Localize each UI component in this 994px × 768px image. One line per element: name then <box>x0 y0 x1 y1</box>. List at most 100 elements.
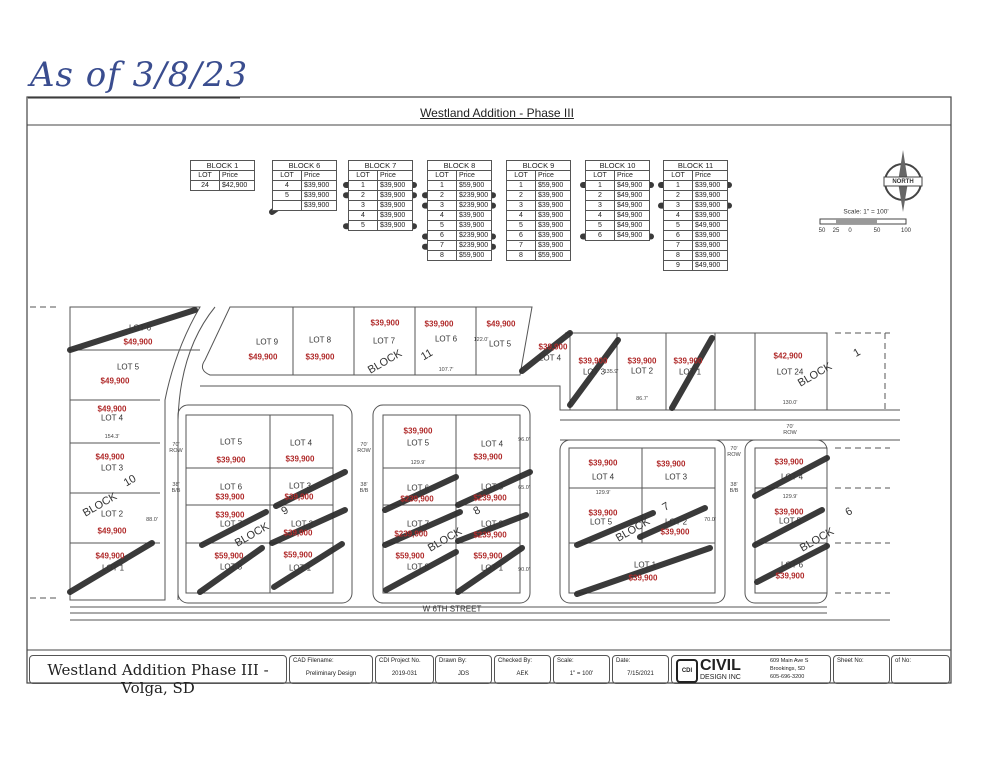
lot-price: $239,900 <box>394 529 428 539</box>
lot-price: $39,900 <box>774 507 804 517</box>
dimension-label: 129.9' <box>410 460 426 466</box>
lot-label: LOT 8 <box>219 562 243 572</box>
lot-price: $39,900 <box>215 492 245 502</box>
handwritten-date-note: As of 3/8/23 <box>30 55 249 95</box>
price-cell: $239,900 <box>456 190 492 201</box>
strike-mark <box>199 509 269 548</box>
drawn-by-box: Drawn By:JDS <box>435 655 492 684</box>
strike-mark <box>67 307 198 353</box>
drawing-title: Westland Addition - Phase III <box>420 106 574 120</box>
value: 1" = 100' <box>569 671 594 677</box>
table-row: 3$49,900 <box>585 200 650 211</box>
table-row: 5$39,900 <box>272 190 337 201</box>
lot-label: LOT 6 <box>780 560 804 570</box>
lot-price: $59,900 <box>283 550 313 560</box>
table-block-title: BLOCK 6 <box>272 160 337 171</box>
lot-cell <box>272 200 302 211</box>
dimension-label: 70' ROW <box>727 446 741 458</box>
lot-label: LOT 4 <box>289 438 313 448</box>
table-row: 24$42,900 <box>190 180 255 191</box>
lot-price: $239,900 <box>473 493 507 503</box>
lot-cell: 6 <box>427 230 457 241</box>
label: of No: <box>895 658 912 664</box>
lot-cell: 4 <box>272 180 302 191</box>
scale-label: Scale: 1" = 100' <box>843 208 889 216</box>
lot-price: $49,900 <box>486 319 516 329</box>
lot-cell: 4 <box>348 210 378 221</box>
price-cell: $49,900 <box>614 190 650 201</box>
lot-price: $49,900 <box>97 526 127 536</box>
address-line: 609 Main Ave S <box>770 658 809 664</box>
lot-price: $39,900 <box>656 459 686 469</box>
lot-label: LOT 2 <box>630 366 654 376</box>
table-row: 1$49,900 <box>585 180 650 191</box>
lot-cell: 3 <box>663 200 693 211</box>
price-cell: $39,900 <box>692 190 728 201</box>
lot-cell: 2 <box>427 190 457 201</box>
lot-cell: 2 <box>348 190 378 201</box>
lot-label: LOT 7 <box>406 519 430 529</box>
lot-label: LOT 4 <box>480 439 504 449</box>
scale-tick: 25 <box>832 228 840 234</box>
strike-mark <box>455 512 529 544</box>
company-name: CIVIL <box>700 657 741 674</box>
lot-label: LOT 4 <box>100 413 124 423</box>
label: Date: <box>616 658 631 664</box>
lot-price: $49,900 <box>95 452 125 462</box>
lot-label: LOT 5 <box>488 339 512 349</box>
table-row: 4$39,900 <box>272 180 337 191</box>
scale-bar <box>819 218 907 225</box>
price-cell: $39,900 <box>535 220 571 231</box>
table-block-title: BLOCK 7 <box>348 160 413 171</box>
table-row: 6$39,900 <box>506 230 571 241</box>
lot-cell: 7 <box>663 240 693 251</box>
company-box: CDI CIVIL DESIGN INC 609 Main Ave S Broo… <box>671 655 831 684</box>
lot-cell: 1 <box>506 180 536 191</box>
table-row: $39,900 <box>272 200 337 211</box>
lot-label: LOT 4 <box>538 353 562 363</box>
lot-cell: 3 <box>427 200 457 211</box>
lot-cell: 3 <box>506 200 536 211</box>
lot-cell: 4 <box>506 210 536 221</box>
dimension-label: 38' B/B <box>171 482 181 494</box>
table-block-title: BLOCK 9 <box>506 160 571 171</box>
value: Preliminary Design <box>305 671 357 677</box>
lot-cell: 1 <box>348 180 378 191</box>
dimension-label: 70' ROW <box>357 442 371 454</box>
lot-label: LOT 1 <box>101 563 125 573</box>
value: 2019-031 <box>391 671 418 677</box>
lot-cell: 5 <box>585 220 615 231</box>
strike-mark <box>455 469 533 508</box>
lot-label: LOT 2 <box>290 519 314 529</box>
price-cell: $59,900 <box>456 250 492 261</box>
table-row: 6$49,900 <box>585 230 650 241</box>
lot-header: LOT <box>272 170 302 181</box>
price-cell: $39,900 <box>377 220 413 231</box>
lot-label: LOT 3 <box>288 481 312 491</box>
price-cell: $39,900 <box>535 230 571 241</box>
price-cell: $39,900 <box>692 210 728 221</box>
price-header: Price <box>377 170 413 181</box>
price-cell: $39,900 <box>377 210 413 221</box>
table-row: 4$49,900 <box>585 210 650 221</box>
table-row: 2$239,900 <box>427 190 492 201</box>
lot-label: LOT 5 <box>778 516 802 526</box>
table-row: 8$39,900 <box>663 250 728 261</box>
strike-mark <box>574 510 656 548</box>
lot-label: LOT 3 <box>480 482 504 492</box>
lot-cell: 5 <box>663 220 693 231</box>
lot-cell: 4 <box>427 210 457 221</box>
lot-price: $39,900 <box>775 571 805 581</box>
dimension-label: 107.7' <box>438 367 454 373</box>
lot-cell: 4 <box>663 210 693 221</box>
lot-cell: 6 <box>585 230 615 241</box>
dimension-label: 38' B/B <box>729 482 739 494</box>
label: Scale: <box>557 658 574 664</box>
table-row: 3$239,900 <box>427 200 492 211</box>
table-row: 9$49,900 <box>663 260 728 271</box>
table-block-title: BLOCK 8 <box>427 160 492 171</box>
table-row: 5$49,900 <box>663 220 728 231</box>
lot-cell: 1 <box>427 180 457 191</box>
